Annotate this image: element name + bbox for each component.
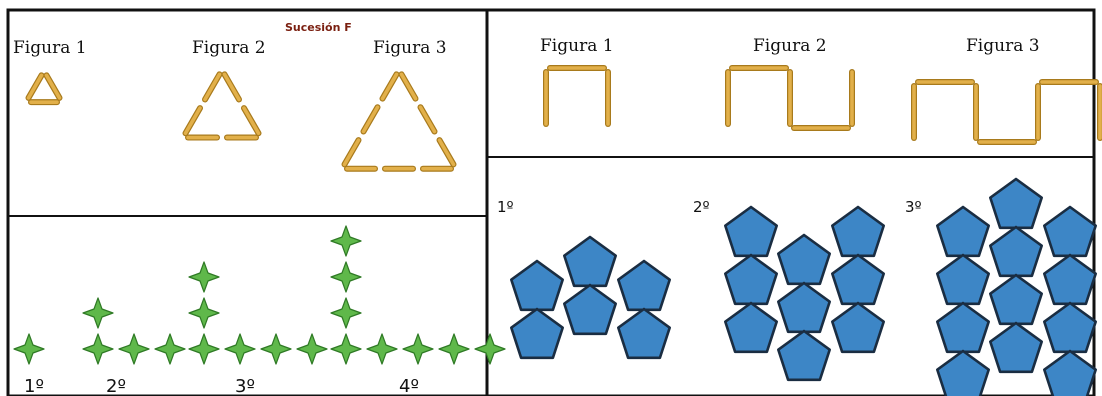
star-term-1 [13, 333, 45, 365]
pentagon-icon [562, 235, 618, 288]
star-icon [296, 333, 328, 365]
pentagon-icon [723, 205, 779, 258]
wave-figure-3-label: Figura 3 [966, 36, 1040, 56]
wave-figure-2-label: Figura 2 [753, 36, 827, 56]
outer-frame [6, 8, 1096, 396]
star-icon [366, 333, 398, 365]
star-icon [224, 333, 256, 365]
star-icon [118, 333, 150, 365]
star-icon [330, 297, 362, 329]
matchstick [341, 137, 362, 168]
pentagon-term-2-label: 2º [693, 198, 710, 216]
pentagon-icon [723, 301, 779, 354]
star-icon [330, 333, 362, 365]
star-term-4-label: 4º [399, 376, 419, 396]
matchstick [417, 104, 438, 135]
triangle-figure-3 [341, 71, 457, 172]
pentagon-icon [776, 233, 832, 286]
pentagon-icon [935, 301, 991, 354]
star-icon [82, 333, 114, 365]
triangle-panel: Sucesión F Figura 1 Figura 2 Figura 3 [13, 21, 457, 172]
triangle-panel-title: Sucesión F [285, 21, 352, 34]
star-term-2 [82, 297, 186, 365]
star-icon [188, 333, 220, 365]
panel-frames [6, 8, 1096, 396]
star-icon [260, 333, 292, 365]
pentagon-icon [935, 253, 991, 306]
pentagon-icon [1043, 253, 1097, 306]
triangle-figure-1 [25, 72, 63, 106]
pentagon-icon [988, 225, 1043, 278]
star-term-1-label: 1º [24, 376, 44, 396]
pentagon-icon [1043, 349, 1097, 396]
pentagon-icon [830, 301, 886, 354]
wave-figure-3 [911, 79, 1102, 145]
pentagon-icon [616, 259, 672, 312]
star-panel: 1º 2º 3º 4º [13, 225, 506, 396]
matchstick [360, 104, 381, 135]
star-term-3 [188, 261, 328, 365]
star-icon [188, 261, 220, 293]
matchstick [436, 137, 457, 168]
pentagon-icon [1043, 301, 1097, 354]
pentagon-term-1 [509, 235, 672, 360]
matchstick [221, 71, 242, 103]
star-icon [82, 297, 114, 329]
pentagon-term-1-label: 1º [497, 198, 514, 216]
star-term-2-label: 2º [106, 376, 126, 396]
triangle-figure-3-label: Figura 3 [373, 38, 447, 58]
pentagon-panel: 1º 2º 3º [497, 177, 1097, 396]
triangle-figure-1-label: Figura 1 [13, 38, 87, 58]
star-icon [154, 333, 186, 365]
star-icon [188, 297, 220, 329]
matchstick [25, 72, 45, 101]
triangle-figure-2 [182, 71, 262, 141]
star-icon [438, 333, 470, 365]
pentagon-icon [509, 259, 565, 312]
pentagon-icon [988, 321, 1043, 374]
star-icon [330, 261, 362, 293]
pentagon-icon [616, 307, 672, 360]
pentagon-icon [988, 273, 1043, 326]
wave-figure-1-label: Figura 1 [540, 36, 614, 56]
star-icon [13, 333, 45, 365]
pentagon-icon [935, 205, 991, 258]
matchstick [241, 105, 262, 137]
matchstick [398, 71, 419, 102]
triangle-figure-2-label: Figura 2 [192, 38, 266, 58]
pentagon-icon [1043, 205, 1097, 258]
pentagon-term-2 [723, 205, 886, 382]
matchstick [202, 71, 223, 103]
pentagon-icon [562, 283, 618, 336]
pentagon-term-3 [935, 177, 1097, 396]
pentagon-term-3-label: 3º [905, 198, 922, 216]
wave-figure-1 [543, 65, 611, 127]
star-term-3-label: 3º [235, 376, 255, 396]
pentagon-icon [723, 253, 779, 306]
star-icon [474, 333, 506, 365]
star-icon [330, 225, 362, 257]
pentagon-icon [509, 307, 565, 360]
pentagon-icon [830, 253, 886, 306]
pentagon-icon [830, 205, 886, 258]
star-term-4 [330, 225, 506, 365]
matchstick [379, 71, 400, 102]
matchstick [182, 105, 203, 137]
pentagon-icon [935, 349, 991, 396]
pentagon-icon [776, 281, 832, 334]
pentagon-icon [988, 177, 1043, 230]
matchstick [43, 72, 63, 101]
wave-figure-2 [725, 65, 855, 131]
star-icon [402, 333, 434, 365]
pentagon-icon [776, 329, 832, 382]
square-wave-panel: Figura 1 Figura 2 Figura 3 [540, 36, 1102, 145]
